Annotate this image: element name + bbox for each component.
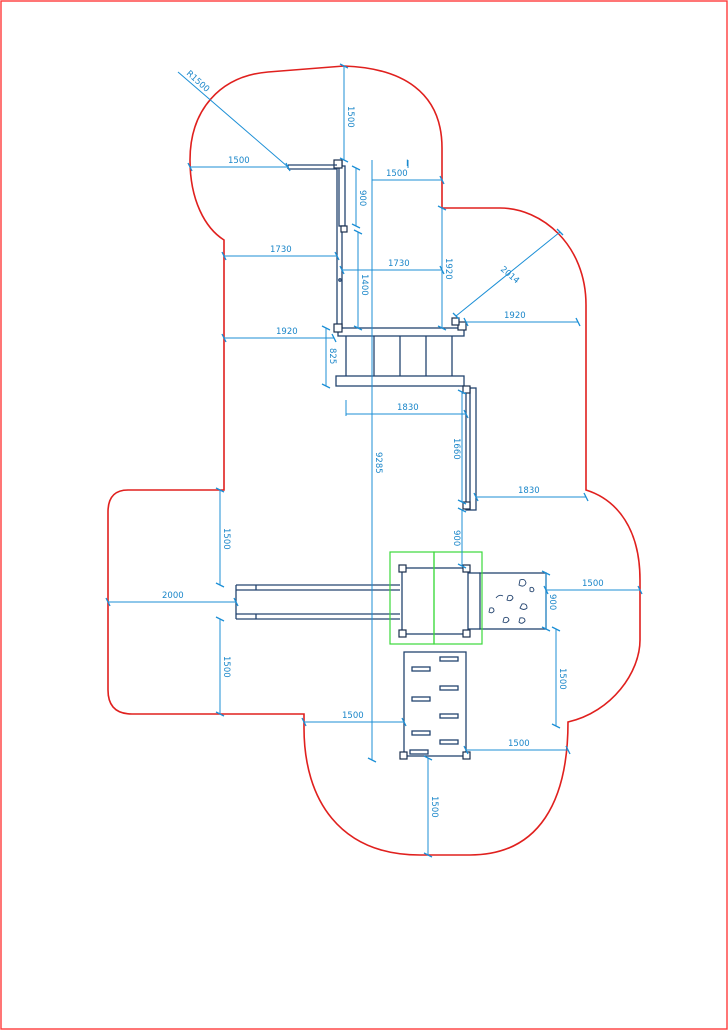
dim-left-offset-lower: 1500 <box>221 656 231 678</box>
dim-tower-top-w: 1500 <box>386 169 408 179</box>
dim-rock-wall-w: 1500 <box>582 579 604 589</box>
dim-right-offset-upper: 1920 <box>504 311 526 321</box>
dim-bridge-w: 1830 <box>397 403 419 413</box>
dim-overall-length: 9285 <box>373 452 383 474</box>
ramp <box>462 385 477 511</box>
dim-platform-h: 825 <box>327 348 337 364</box>
highlight-frame-wall <box>433 551 483 645</box>
dim-left-offset-low: 1920 <box>276 327 298 337</box>
rock-wall <box>479 572 547 630</box>
dim-rock-wall-h: 900 <box>547 594 557 610</box>
ladder <box>399 651 471 760</box>
dim-slide-length: 2000 <box>162 591 184 601</box>
dim-ladder-left: 1500 <box>342 711 364 721</box>
dim-right-offset-lower: 1500 <box>557 668 567 690</box>
dim-right-offset-mid: 1830 <box>518 486 540 496</box>
dim-top-offset-w: 1500 <box>228 156 250 166</box>
dim-right-tower-h: 1920 <box>443 258 453 280</box>
dim-ramp-h: 1660 <box>451 438 461 460</box>
upper-platform <box>333 317 467 387</box>
dim-bottom-offset: 1500 <box>429 796 439 818</box>
highlight-frame-tower <box>389 551 435 645</box>
dim-left-offset-mid: 1730 <box>270 245 292 255</box>
dim-tower2-gap: 900 <box>451 530 461 546</box>
dim-tower-mid-w: 1730 <box>388 259 410 269</box>
dim-tower-top-h: 900 <box>357 190 367 206</box>
dim-tower-mid-h: 1400 <box>359 274 369 296</box>
dim-top-offset-h: 1500 <box>345 106 355 128</box>
dim-tower-marker: I <box>406 159 409 169</box>
upper-tower <box>287 159 348 330</box>
dim-ladder-right: 1500 <box>508 739 530 749</box>
slide <box>235 584 400 620</box>
dim-left-offset-upper: 1500 <box>221 528 231 550</box>
dim-radius: R1500 <box>184 69 211 95</box>
dimension-lines <box>105 63 643 858</box>
lower-tower <box>398 564 480 638</box>
dim-diagonal: 2014 <box>498 265 521 287</box>
